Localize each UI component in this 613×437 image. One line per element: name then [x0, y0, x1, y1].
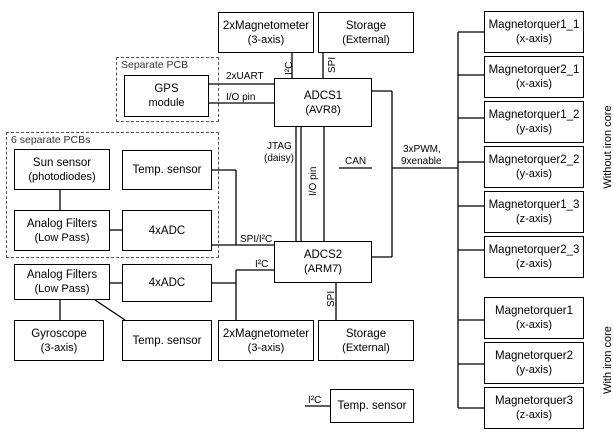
daisy-label: (daisy)	[264, 153, 295, 164]
box-title: Analog Filters	[26, 217, 98, 230]
box-title: Temp. sensor	[132, 334, 202, 347]
box-subtitle: (x-axis)	[515, 33, 553, 45]
box-title: Storage	[345, 19, 387, 32]
temp-sensor-1-box: Temp. sensor	[122, 150, 212, 190]
box-title: Magnetorquer1_1	[488, 19, 580, 31]
gps-module-box: GPS module	[124, 75, 209, 117]
temp-sensor-3-box: Temp. sensor	[330, 389, 414, 423]
io-pin-label: I/O pin	[226, 92, 256, 103]
analog-filters-1-box: Analog Filters (Low Pass)	[14, 210, 110, 251]
box-subtitle: (Low Pass)	[34, 283, 90, 295]
box-subtitle: (y-axis)	[515, 364, 553, 376]
box-title: Magnetorquer1	[495, 305, 573, 317]
box-title: GPS	[154, 83, 179, 95]
io-pin-vertical-label: I/O pin	[308, 166, 319, 196]
box-title: Magnetorquer1_2	[488, 109, 580, 121]
box-title: Storage	[345, 327, 387, 340]
box-subtitle: (AVR8)	[305, 103, 341, 116]
uart-label: 2xUART	[226, 71, 264, 82]
box-title: ADCS2	[303, 249, 343, 261]
box-subtitle: (External)	[342, 33, 390, 46]
storage-bottom-box: Storage (External)	[318, 320, 414, 361]
separate-pcb-group	[116, 57, 219, 122]
box-subtitle: (x-axis)	[515, 319, 553, 331]
separate-pcb-label: Separate PCB	[121, 59, 189, 71]
magnetorquer2-1-box: Magnetorquer2_1 (x-axis)	[484, 56, 584, 98]
box-title: 4xADC	[148, 224, 186, 237]
box-subtitle: (ARM7)	[304, 263, 342, 275]
magnetorquer2-box: Magnetorquer2 (y-axis)	[484, 342, 584, 384]
box-title: Analog Filters	[26, 269, 98, 281]
box-subtitle: (External)	[342, 341, 390, 354]
analog-filters-2-box: Analog Filters (Low Pass)	[14, 264, 110, 300]
box-title: 2xMagnetometer	[222, 19, 310, 32]
adc-1-box: 4xADC	[122, 210, 212, 251]
box-title: Magnetorquer2_1	[488, 64, 580, 76]
box-title: Temp. sensor	[132, 164, 202, 176]
box-subtitle: (z-axis)	[515, 409, 553, 421]
enable-label: 9xenable	[401, 156, 442, 167]
spi-top-label: SPI	[327, 56, 338, 73]
can-label: CAN	[345, 156, 367, 167]
i2c-top-label: I²C	[284, 61, 295, 75]
box-subtitle: (photodiodes)	[28, 170, 96, 183]
box-title: Magnetorquer3	[495, 395, 573, 407]
jtag-label: JTAG	[267, 141, 292, 152]
box-title: Temp. sensor	[337, 400, 407, 412]
box-subtitle: (z-axis)	[515, 258, 553, 270]
magnetometer-top-box: 2xMagnetometer (3-axis)	[218, 12, 314, 53]
storage-top-box: Storage (External)	[318, 12, 414, 53]
magnetorquer1-2-box: Magnetorquer1_2 (y-axis)	[484, 101, 584, 143]
box-title: Gyroscope	[31, 327, 87, 340]
magnetorquer2-2-box: Magnetorquer2_2 (y-axis)	[484, 146, 584, 188]
box-title: 4xADC	[148, 277, 186, 289]
i2c-adcs2-label: I²C	[255, 259, 269, 270]
box-title: Magnetorquer2_3	[488, 244, 580, 256]
magnetorquer1-1-box: Magnetorquer1_1 (x-axis)	[484, 11, 584, 53]
gyroscope-box: Gyroscope (3-axis)	[14, 320, 104, 361]
magnetorquer2-3-box: Magnetorquer2_3 (z-axis)	[484, 236, 584, 278]
magnetorquer1-3-box: Magnetorquer1_3 (z-axis)	[484, 191, 584, 233]
adc-2-box: 4xADC	[122, 264, 212, 302]
box-title: Magnetorquer2_2	[488, 154, 580, 166]
six-pcbs-label: 6 separate PCBs	[11, 134, 91, 146]
box-title: Magnetorquer2	[495, 350, 573, 362]
spi-bottom-label: SPI	[326, 290, 337, 307]
without-iron-core-label: Without iron core	[602, 105, 613, 189]
box-subtitle: (y-axis)	[515, 168, 553, 180]
box-subtitle: (Low Pass)	[34, 231, 90, 244]
adcs2-box: ADCS2 (ARM7)	[274, 241, 372, 283]
box-title: Magnetorquer1_3	[488, 199, 580, 211]
magnetometer-bottom-box: 2xMagnetometer (3-axis)	[218, 320, 314, 361]
spi-i2c-label: SPI/I²C	[240, 234, 273, 245]
box-subtitle: (3-axis)	[247, 341, 285, 354]
pwm-label: 3xPWM,	[403, 144, 441, 155]
box-title: Sun sensor	[32, 156, 92, 169]
box-subtitle: (y-axis)	[515, 123, 553, 135]
sun-sensor-box: Sun sensor (photodiodes)	[14, 149, 110, 190]
with-iron-core-label: With iron core	[602, 326, 613, 394]
box-subtitle: (3-axis)	[247, 33, 285, 46]
magnetorquer1-box: Magnetorquer1 (x-axis)	[484, 297, 584, 339]
temp-sensor-2-box: Temp. sensor	[122, 320, 212, 361]
box-subtitle: (3-axis)	[40, 341, 78, 354]
adcs1-box: ADCS1 (AVR8)	[274, 78, 372, 127]
box-title: ADCS1	[303, 89, 343, 102]
box-subtitle: (x-axis)	[515, 78, 553, 90]
box-subtitle: module	[148, 97, 185, 109]
box-title: 2xMagnetometer	[222, 327, 310, 340]
six-pcbs-group	[6, 132, 219, 258]
magnetorquer3-box: Magnetorquer3 (z-axis)	[484, 387, 584, 429]
i2c-temp3-label: I²C	[308, 395, 322, 406]
box-subtitle: (z-axis)	[515, 213, 553, 225]
